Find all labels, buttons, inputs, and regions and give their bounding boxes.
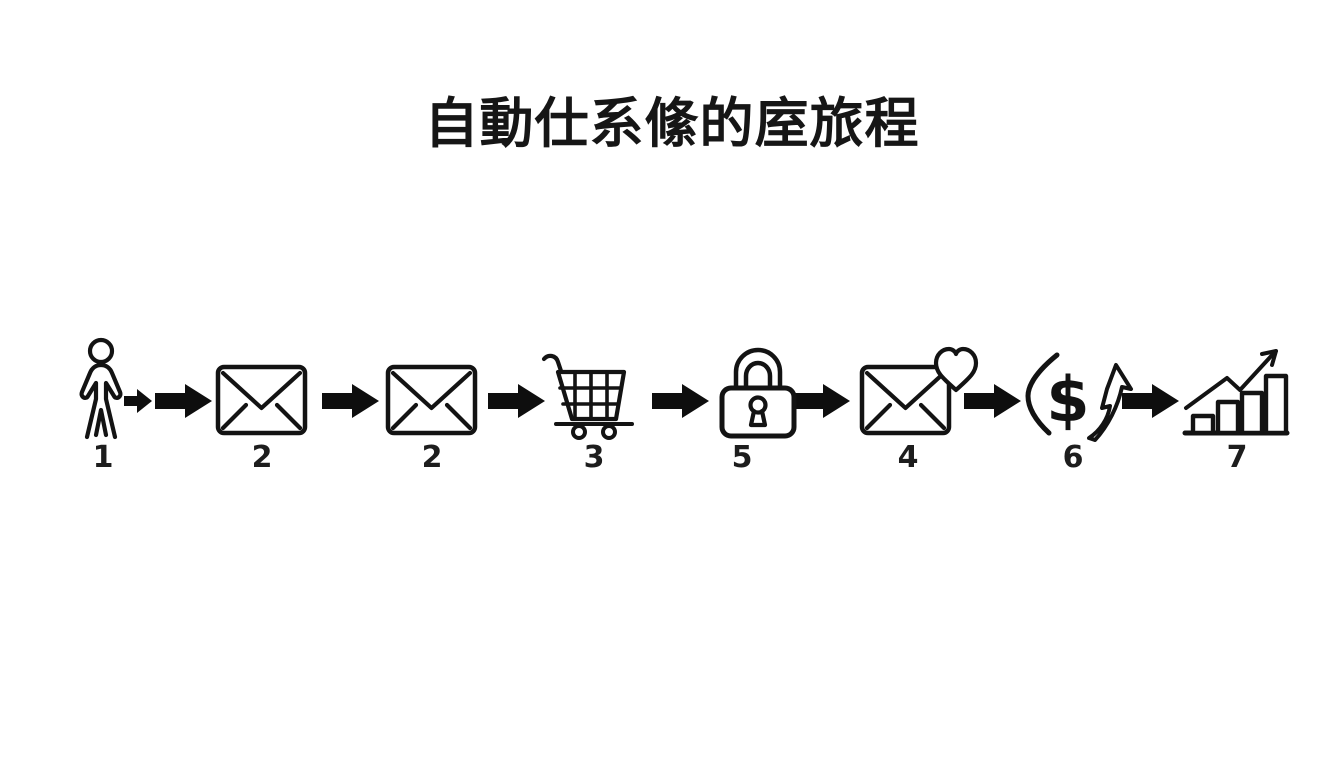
right-arrow-icon — [793, 384, 850, 418]
envelope-icon — [215, 364, 308, 436]
step-number: 1 — [92, 440, 114, 475]
step-number: 2 — [251, 440, 273, 475]
bar-chart-growth-icon — [1182, 349, 1290, 436]
diagram-title: 自動仕系絛的庢旅程 — [424, 92, 920, 155]
person-icon — [79, 337, 123, 440]
right-arrow-icon — [488, 384, 545, 418]
step-number: 3 — [583, 440, 605, 475]
step-number: 2 — [421, 440, 443, 475]
heart-icon — [933, 346, 979, 393]
step-number: 4 — [897, 440, 919, 475]
shopping-cart-icon — [541, 353, 634, 440]
right-arrow-icon — [1122, 384, 1179, 418]
right-arrow-icon — [155, 384, 212, 418]
right-arrow-icon — [652, 384, 709, 418]
money-growth-icon: $ — [1025, 352, 1133, 442]
envelope-icon — [385, 364, 478, 436]
step-number: 7 — [1226, 440, 1248, 475]
envelope-heart-icon — [859, 346, 979, 436]
step-number: 6 — [1062, 440, 1084, 475]
dollar-sign-glyph: $ — [1046, 363, 1089, 436]
right-arrow-icon — [964, 384, 1021, 418]
padlock-icon — [719, 347, 797, 439]
step-number: 5 — [731, 440, 753, 475]
right-arrow-icon — [322, 384, 379, 418]
small-right-arrow-icon — [124, 389, 152, 413]
